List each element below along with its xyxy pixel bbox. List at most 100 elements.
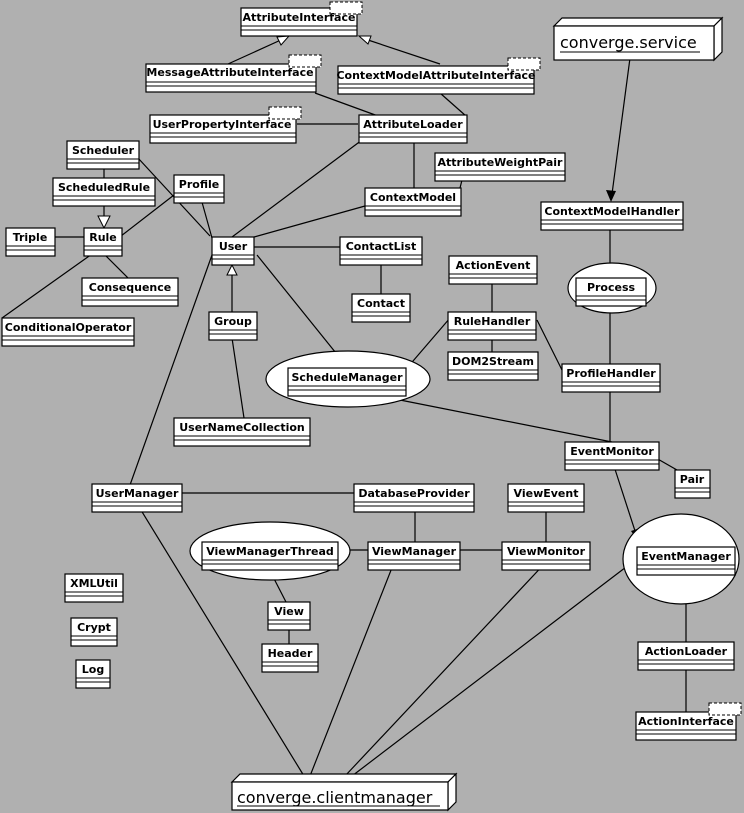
label-view: View [274, 605, 304, 618]
label-pair: Pair [680, 473, 705, 486]
label-rule-handler: RuleHandler [454, 315, 531, 328]
edge-contextmodelattr-attributeloader [439, 92, 467, 117]
label-scheduled-rule: ScheduledRule [58, 181, 150, 194]
class-profile: Profile [173, 174, 225, 204]
label-user-name-collection: UserNameCollection [179, 421, 305, 434]
label-view-manager-thread: ViewManagerThread [206, 545, 334, 558]
label-message-attribute-interface: MessageAttributeInterface [146, 66, 313, 79]
edge-rule-consequence [103, 253, 129, 279]
association-edges [1, 92, 687, 777]
class-message-attribute-interface: MessageAttributeInterface [145, 54, 322, 93]
label-user-manager: UserManager [96, 487, 179, 500]
class-profile-handler: ProfileHandler [561, 363, 661, 393]
class-context-model-handler: ContextModelHandler [540, 201, 684, 231]
label-view-event: ViewEvent [514, 487, 579, 500]
label-contact: Contact [357, 297, 405, 310]
dependency-arrowhead [606, 190, 616, 202]
label-dom2stream: DOM2Stream [452, 355, 534, 368]
label-event-monitor: EventMonitor [570, 445, 654, 458]
class-triple: Triple [5, 227, 56, 257]
label-event-manager: EventManager [641, 550, 731, 563]
label-consequence: Consequence [89, 281, 171, 294]
label-group: Group [214, 315, 252, 328]
class-user-manager: UserManager [91, 483, 183, 513]
class-log: Log [75, 659, 111, 689]
class-action-event: ActionEvent [448, 255, 538, 285]
class-scheduled-rule: ScheduledRule [52, 177, 156, 207]
class-view-monitor: ViewMonitor [501, 541, 591, 571]
class-boxes: AttributeInterface MessageAttributeInter… [1, 1, 742, 741]
class-context-model-attribute-interface: ContextModelAttributeInterface [336, 57, 541, 95]
label-triple: Triple [13, 231, 48, 244]
class-attribute-weight-pair: AttributeWeightPair [434, 152, 566, 182]
label-database-provider: DatabaseProvider [358, 487, 470, 500]
label-action-interface: ActionInterface [638, 715, 734, 728]
class-view-event: ViewEvent [507, 483, 585, 513]
label-crypt: Crypt [77, 621, 111, 634]
label-converge-clientmanager: converge.clientmanager [237, 788, 433, 807]
class-schedule-manager: ScheduleManager [287, 367, 407, 397]
class-attribute-interface: AttributeInterface [240, 1, 363, 37]
label-action-loader: ActionLoader [645, 645, 728, 658]
edge-user-schedulemanager [256, 254, 349, 369]
package-converge-service: converge.service [552, 16, 724, 62]
edge-rulehandler-profilehandler [536, 319, 563, 371]
class-rule: Rule [83, 227, 123, 257]
label-profile-handler: ProfileHandler [566, 367, 656, 380]
class-pair: Pair [674, 469, 711, 499]
class-consequence: Consequence [81, 277, 179, 307]
class-scheduler: Scheduler [66, 140, 140, 170]
edge-service-contextmodelhandler [611, 57, 631, 195]
edge-user-usermanager [129, 254, 213, 486]
edge-rule-conditionaloperator [1, 253, 93, 319]
class-rule-handler: RuleHandler [447, 311, 537, 341]
inheritance-arrowhead [276, 35, 291, 46]
class-xml-util: XMLUtil [64, 573, 124, 603]
label-schedule-manager: ScheduleManager [291, 371, 403, 384]
label-log: Log [82, 663, 104, 676]
label-attribute-loader: AttributeLoader [363, 118, 463, 131]
class-view: View [267, 601, 311, 631]
class-context-model: ContextModel [364, 187, 462, 217]
class-user-property-interface: UserPropertyInterface [149, 106, 302, 144]
label-profile: Profile [179, 178, 219, 191]
label-converge-service: converge.service [560, 33, 697, 52]
label-header: Header [268, 647, 313, 660]
inheritance-arrowhead [357, 35, 372, 45]
label-view-manager: ViewManager [372, 545, 457, 558]
edge-eventmonitor-eventmanager [611, 459, 637, 535]
label-conditional-operator: ConditionalOperator [5, 321, 132, 334]
label-attribute-interface: AttributeInterface [243, 11, 356, 24]
class-conditional-operator: ConditionalOperator [1, 317, 135, 347]
class-group: Group [208, 311, 258, 341]
label-view-monitor: ViewMonitor [507, 545, 586, 558]
class-event-manager: EventManager [636, 546, 736, 576]
edge-schedulemanager-eventmonitor [399, 399, 613, 443]
edge-clientmanager-eventmanager [351, 563, 631, 777]
inheritance-arrowhead [97, 215, 111, 230]
edge-viewmonitor-clientmanager [344, 559, 549, 777]
class-event-monitor: EventMonitor [564, 441, 660, 471]
class-dom2stream: DOM2Stream [447, 351, 539, 381]
edge-contextmodelattr-attributeinterface [364, 38, 441, 65]
edge-group-usernamecollection [231, 337, 245, 419]
class-view-manager-thread: ViewManagerThread [201, 541, 339, 571]
class-process: Process [575, 277, 647, 307]
class-attribute-loader: AttributeLoader [358, 114, 468, 144]
edge-messageattr-attributeinterface [227, 38, 284, 65]
edge-attributeloader-user [231, 139, 363, 238]
class-contact: Contact [351, 293, 411, 323]
edge-messageattr-attributeloader [314, 92, 379, 117]
edge-rulehandler-schedulemanager [406, 317, 451, 369]
edge-profile-rule [120, 194, 175, 237]
label-contact-list: ContactList [346, 240, 417, 253]
label-xml-util: XMLUtil [70, 577, 118, 590]
class-database-provider: DatabaseProvider [353, 483, 475, 513]
class-view-manager: ViewManager [367, 541, 461, 571]
edge-usermanager-clientmanager [135, 501, 305, 777]
inheritance-arrowhead [226, 263, 238, 276]
class-crypt: Crypt [70, 617, 118, 647]
label-action-event: ActionEvent [456, 259, 531, 272]
label-user-property-interface: UserPropertyInterface [153, 118, 292, 131]
